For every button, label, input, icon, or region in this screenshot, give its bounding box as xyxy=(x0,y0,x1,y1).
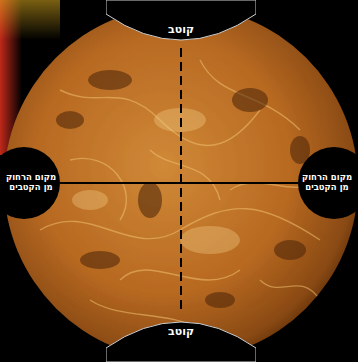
node-outline xyxy=(0,147,60,219)
pole-cap: קוטב xyxy=(106,310,256,362)
equator-line xyxy=(60,182,298,184)
pole-cap: קוטב xyxy=(106,0,256,52)
edge-glow xyxy=(0,0,60,40)
node-label: קוטב xyxy=(106,326,256,339)
node-label: מקום הרחוק מן הקטבים xyxy=(4,173,58,193)
node-label: קוטב xyxy=(106,24,256,37)
node-outline xyxy=(106,0,256,40)
equator-disk: מקום הרחוק מן הקטבים xyxy=(0,146,60,220)
node-outline xyxy=(106,322,256,362)
equator-disk: מקום הרחוק מן הקטבים xyxy=(298,146,358,220)
node-label: מקום הרחוק מן הקטבים xyxy=(300,173,354,193)
node-outline xyxy=(298,147,358,219)
meridian-line xyxy=(180,48,182,314)
